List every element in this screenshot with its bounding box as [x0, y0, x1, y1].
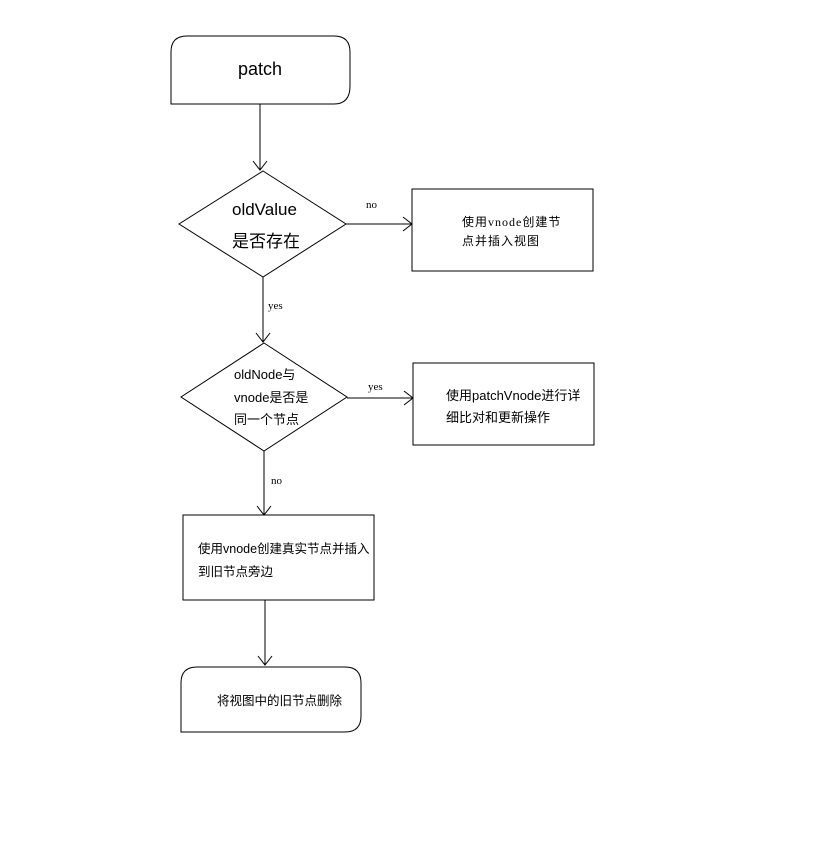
end-label: 将视图中的旧节点删除 [217, 694, 343, 708]
decision1-line2: 是否存在 [232, 232, 300, 251]
patch-vnode-line1: 使用patchVnode进行详 [446, 388, 581, 403]
decision2-line1: oldNode与 [234, 367, 296, 382]
decision2-line2: vnode是否是 [234, 390, 309, 405]
create-real-line2: 到旧节点旁边 [198, 565, 274, 579]
create-insert-line2: 点并插入视图 [462, 234, 541, 248]
decision2-line3: 同一个节点 [234, 412, 300, 427]
patch-vnode-line2: 细比对和更新操作 [446, 410, 551, 425]
arrowhead [257, 655, 273, 666]
edge-label-no: no [271, 475, 282, 487]
start-terminator-shape [170, 35, 351, 105]
arrowhead [255, 332, 271, 343]
end-terminator-shape [180, 666, 362, 733]
create-insert-box [411, 188, 594, 272]
create-insert-line1: 使用vnode创建节 [462, 215, 562, 229]
edge-label-no: no [366, 199, 377, 211]
create-real-line1: 使用vnode创建真实节点并插入 [198, 542, 370, 556]
start-label: patch [238, 59, 283, 79]
decision1-diamond [178, 170, 347, 278]
edge-label-yes: yes [268, 300, 283, 312]
patch-vnode-box [412, 362, 595, 446]
create-real-node-box [182, 514, 375, 601]
decision1-line1: oldValue [232, 200, 297, 219]
arrowhead [252, 160, 268, 171]
edge-label-yes: yes [368, 381, 383, 393]
